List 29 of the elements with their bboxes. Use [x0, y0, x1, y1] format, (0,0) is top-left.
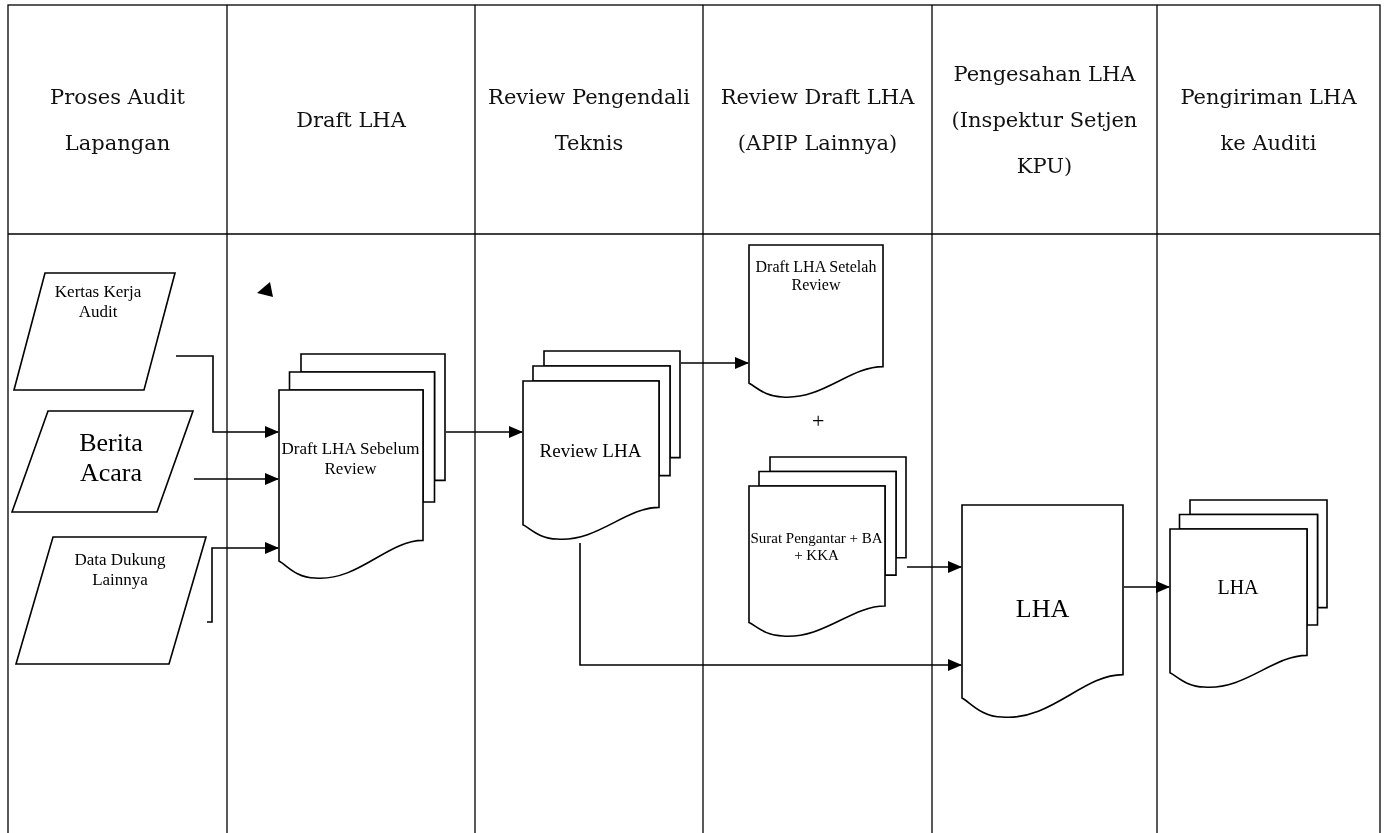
lane-header: Pengiriman LHA ke Auditi: [1179, 83, 1358, 157]
node-label: Review LHA: [538, 440, 643, 462]
input-parallelogram: [11, 410, 194, 513]
arrow: [579, 542, 962, 671]
node-label: LHA: [1014, 594, 1071, 624]
lane-header: Review Draft LHA (APIP Lainnya): [719, 83, 916, 157]
arrow: [206, 542, 279, 623]
arrow: [1123, 581, 1170, 593]
input-parallelogram: [15, 536, 207, 665]
node-label: Draft LHA Setelah Review: [754, 258, 878, 295]
arrow: [906, 561, 962, 573]
node-label: LHA: [1216, 576, 1260, 599]
lane-header: Pengesahan LHA (Inspektur Setjen KPU): [950, 60, 1139, 180]
arrow: [175, 355, 279, 438]
document-shape: [748, 244, 884, 400]
node-label: Draft LHA Sebelum Review: [280, 439, 421, 479]
lane-header: Review Pengendali Teknis: [487, 83, 691, 157]
node-label: Surat Pengantar + BA + KKA: [749, 530, 884, 565]
plus-sign: +: [812, 408, 825, 434]
node-label: Berita Acara: [78, 428, 144, 488]
input-parallelogram: [13, 272, 176, 391]
node-label: Kertas Kerja Audit: [53, 282, 143, 322]
arrow: [445, 426, 523, 438]
arrow: [680, 357, 749, 369]
lane-header: Proses Audit Lapangan: [49, 83, 186, 157]
arrow: [193, 473, 279, 485]
document-shape: [961, 504, 1124, 720]
node-label: Data Dukung Lainnya: [73, 550, 167, 590]
lane-header: Draft LHA: [296, 106, 406, 134]
